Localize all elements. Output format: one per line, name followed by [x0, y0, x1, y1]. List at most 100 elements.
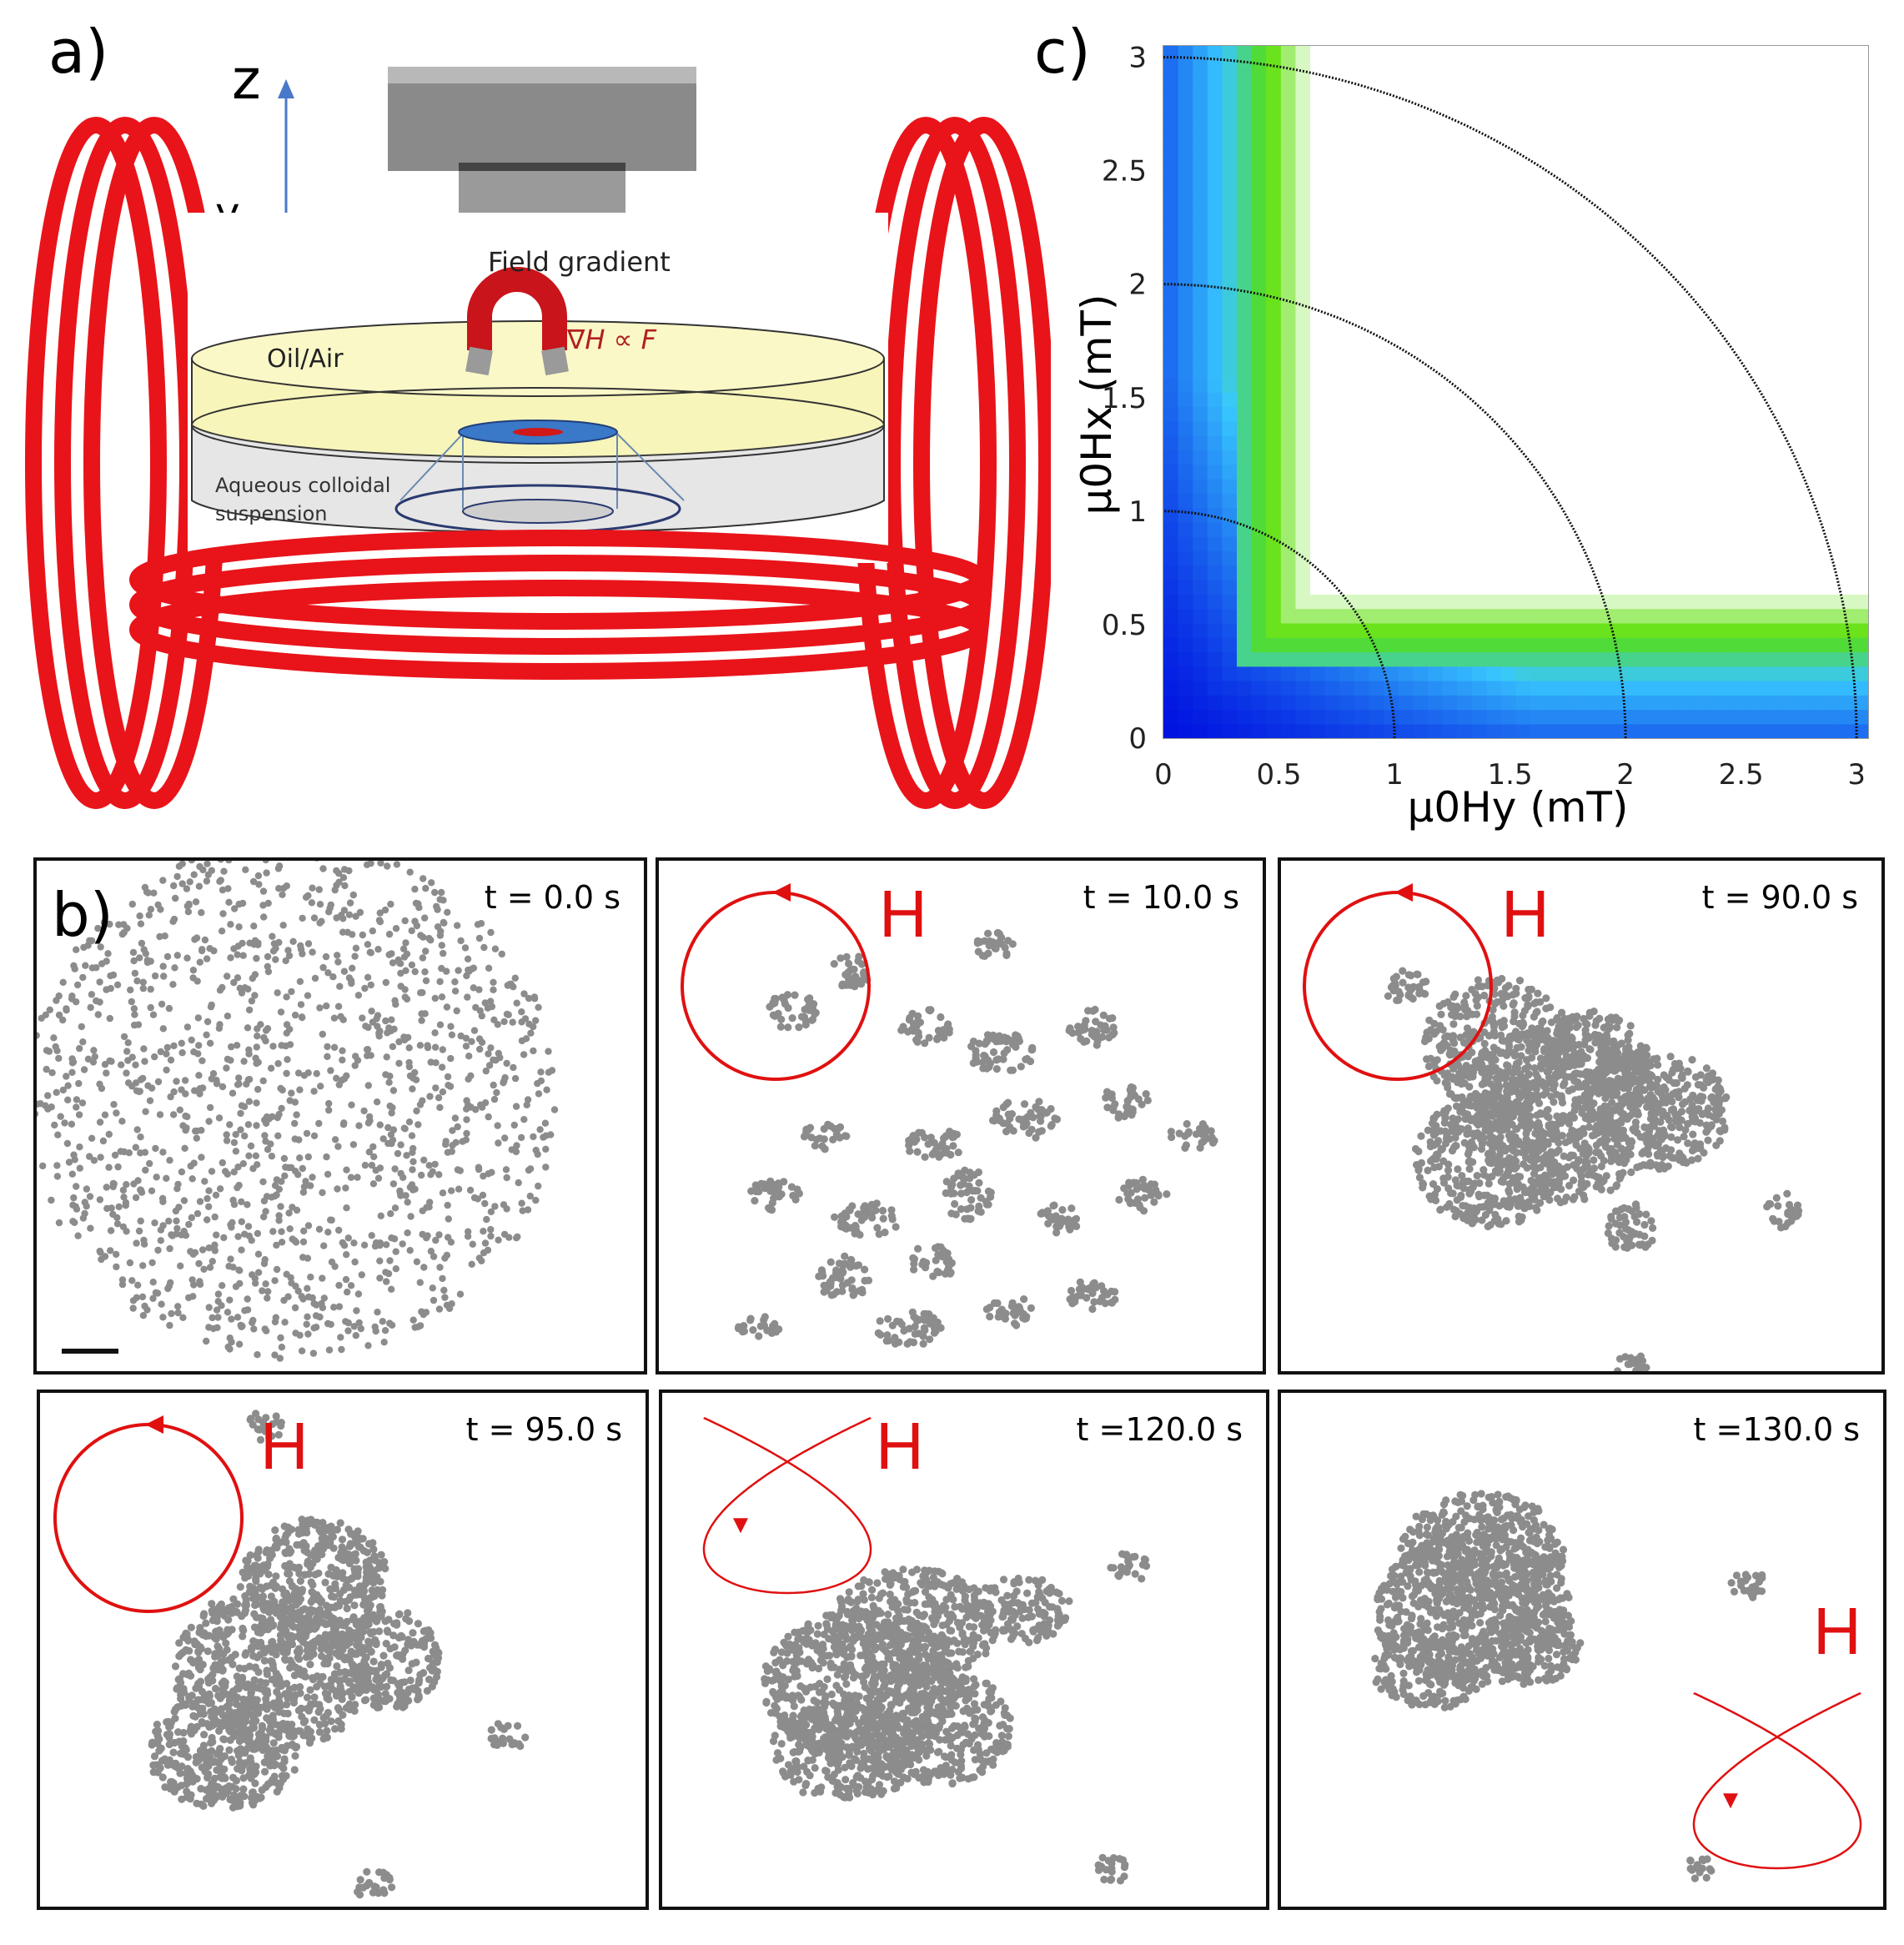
heatmap-cell: [1339, 579, 1355, 595]
heatmap-cell: [1706, 74, 1722, 90]
heatmap-cell: [1838, 88, 1855, 104]
heatmap-cell: [1339, 680, 1355, 696]
heatmap-cell: [1677, 392, 1693, 408]
heatmap-cell: [1384, 521, 1399, 537]
heatmap-cell: [1222, 132, 1238, 148]
heatmap-cell: [1838, 450, 1855, 465]
heatmap-cell: [1780, 579, 1796, 595]
heatmap-cell: [1354, 248, 1370, 264]
heatmap-cell: [1237, 622, 1253, 638]
heatmap-cell: [1280, 147, 1297, 163]
heatmap-cell: [1721, 695, 1737, 711]
heatmap-cell: [1427, 695, 1444, 711]
heatmap-cell: [1662, 46, 1678, 62]
heatmap-cell: [1442, 565, 1458, 580]
heatmap-cell: [1647, 74, 1664, 90]
heatmap-cell: [1486, 579, 1502, 595]
heatmap-cell: [1618, 507, 1635, 523]
heatmap-cell: [1163, 305, 1179, 321]
heatmap-cell: [1471, 349, 1488, 364]
heatmap-cell: [1706, 594, 1722, 610]
heatmap-cell: [1457, 594, 1473, 610]
heatmap-cell: [1207, 334, 1223, 349]
heatmap-cell: [1251, 680, 1267, 696]
heatmap-cell: [1618, 521, 1635, 537]
heatmap-cell: [1736, 478, 1751, 494]
heatmap-cell: [1457, 406, 1473, 422]
heatmap-cell: [1604, 651, 1620, 667]
heatmap-cell: [1471, 637, 1488, 653]
heatmap-cell: [1457, 74, 1473, 90]
heatmap-cell: [1178, 349, 1193, 364]
heatmap-cell: [1721, 406, 1737, 422]
heatmap-cell: [1574, 46, 1590, 62]
heatmap-cell: [1824, 637, 1840, 653]
heatmap-cell: [1809, 651, 1825, 667]
heatmap-cell: [1545, 666, 1561, 681]
heatmap-cell: [1795, 550, 1811, 566]
heatmap-cell: [1500, 435, 1517, 450]
time-label: t =120.0 s: [1076, 1411, 1243, 1448]
heatmap-cell: [1295, 420, 1311, 436]
heatmap-cell: [1324, 219, 1340, 234]
heatmap-cell: [1427, 550, 1444, 566]
heatmap-cell: [1500, 262, 1517, 278]
heatmap-cell: [1633, 46, 1649, 62]
heatmap-cell: [1193, 363, 1208, 379]
heatmap-cell: [1574, 377, 1590, 393]
heatmap-cell: [1545, 175, 1561, 191]
heatmap-cell: [1486, 535, 1502, 551]
heatmap-cell: [1662, 349, 1678, 364]
heatmap-cell: [1515, 204, 1531, 220]
heatmap-cell: [1736, 680, 1751, 696]
heatmap-cell: [1809, 103, 1825, 119]
heatmap-cell: [1838, 565, 1855, 580]
heatmap-cell: [1442, 622, 1458, 638]
heatmap-cell: [1295, 723, 1311, 738]
heatmap-cell: [1207, 651, 1223, 667]
heatmap-cell: [1677, 550, 1693, 566]
heatmap-cell: [1295, 695, 1311, 711]
heatmap-cell: [1633, 319, 1649, 335]
heatmap-cell: [1354, 60, 1370, 76]
heatmap-cell: [1751, 550, 1766, 566]
heatmap-cell: [1706, 377, 1722, 393]
heatmap-cell: [1280, 478, 1297, 494]
heatmap-cell: [1207, 319, 1223, 335]
heatmap-cell: [1310, 161, 1326, 177]
heatmap-cell: [1795, 262, 1811, 278]
heatmap-cell: [1574, 305, 1590, 321]
heatmap-cell: [1427, 594, 1444, 610]
heatmap-cell: [1662, 695, 1678, 711]
heatmap-cell: [1324, 262, 1340, 278]
heatmap-cell: [1266, 147, 1282, 163]
heatmap-cell: [1354, 709, 1370, 725]
heatmap-cell: [1824, 594, 1840, 610]
heatmap-cell: [1354, 450, 1370, 465]
heatmap-cell: [1354, 666, 1370, 681]
heatmap-cell: [1530, 392, 1546, 408]
heatmap-cell: [1795, 420, 1811, 436]
heatmap-cell: [1574, 622, 1590, 638]
heatmap-cell: [1604, 579, 1620, 595]
heatmap-cell: [1691, 74, 1708, 90]
heatmap-cell: [1471, 319, 1488, 335]
heatmap-cell: [1706, 651, 1722, 667]
heatmap-cell: [1824, 550, 1840, 566]
heatmap-cell: [1457, 161, 1473, 177]
heatmap-cell: [1838, 622, 1855, 638]
heatmap-cell: [1618, 60, 1635, 76]
heatmap-cell: [1751, 161, 1766, 177]
heatmap-cell: [1251, 406, 1267, 422]
heatmap-cell: [1442, 189, 1458, 205]
heatmap-cell: [1706, 204, 1722, 220]
heatmap-cell: [1500, 651, 1517, 667]
heatmap-cell: [1765, 132, 1781, 148]
heatmap-cell: [1471, 507, 1488, 523]
heatmap-cell: [1500, 579, 1517, 595]
heatmap-cell: [1413, 88, 1429, 104]
heatmap-cell: [1354, 723, 1370, 738]
heatmap-cell: [1310, 637, 1326, 653]
heatmap-cell: [1500, 189, 1517, 205]
